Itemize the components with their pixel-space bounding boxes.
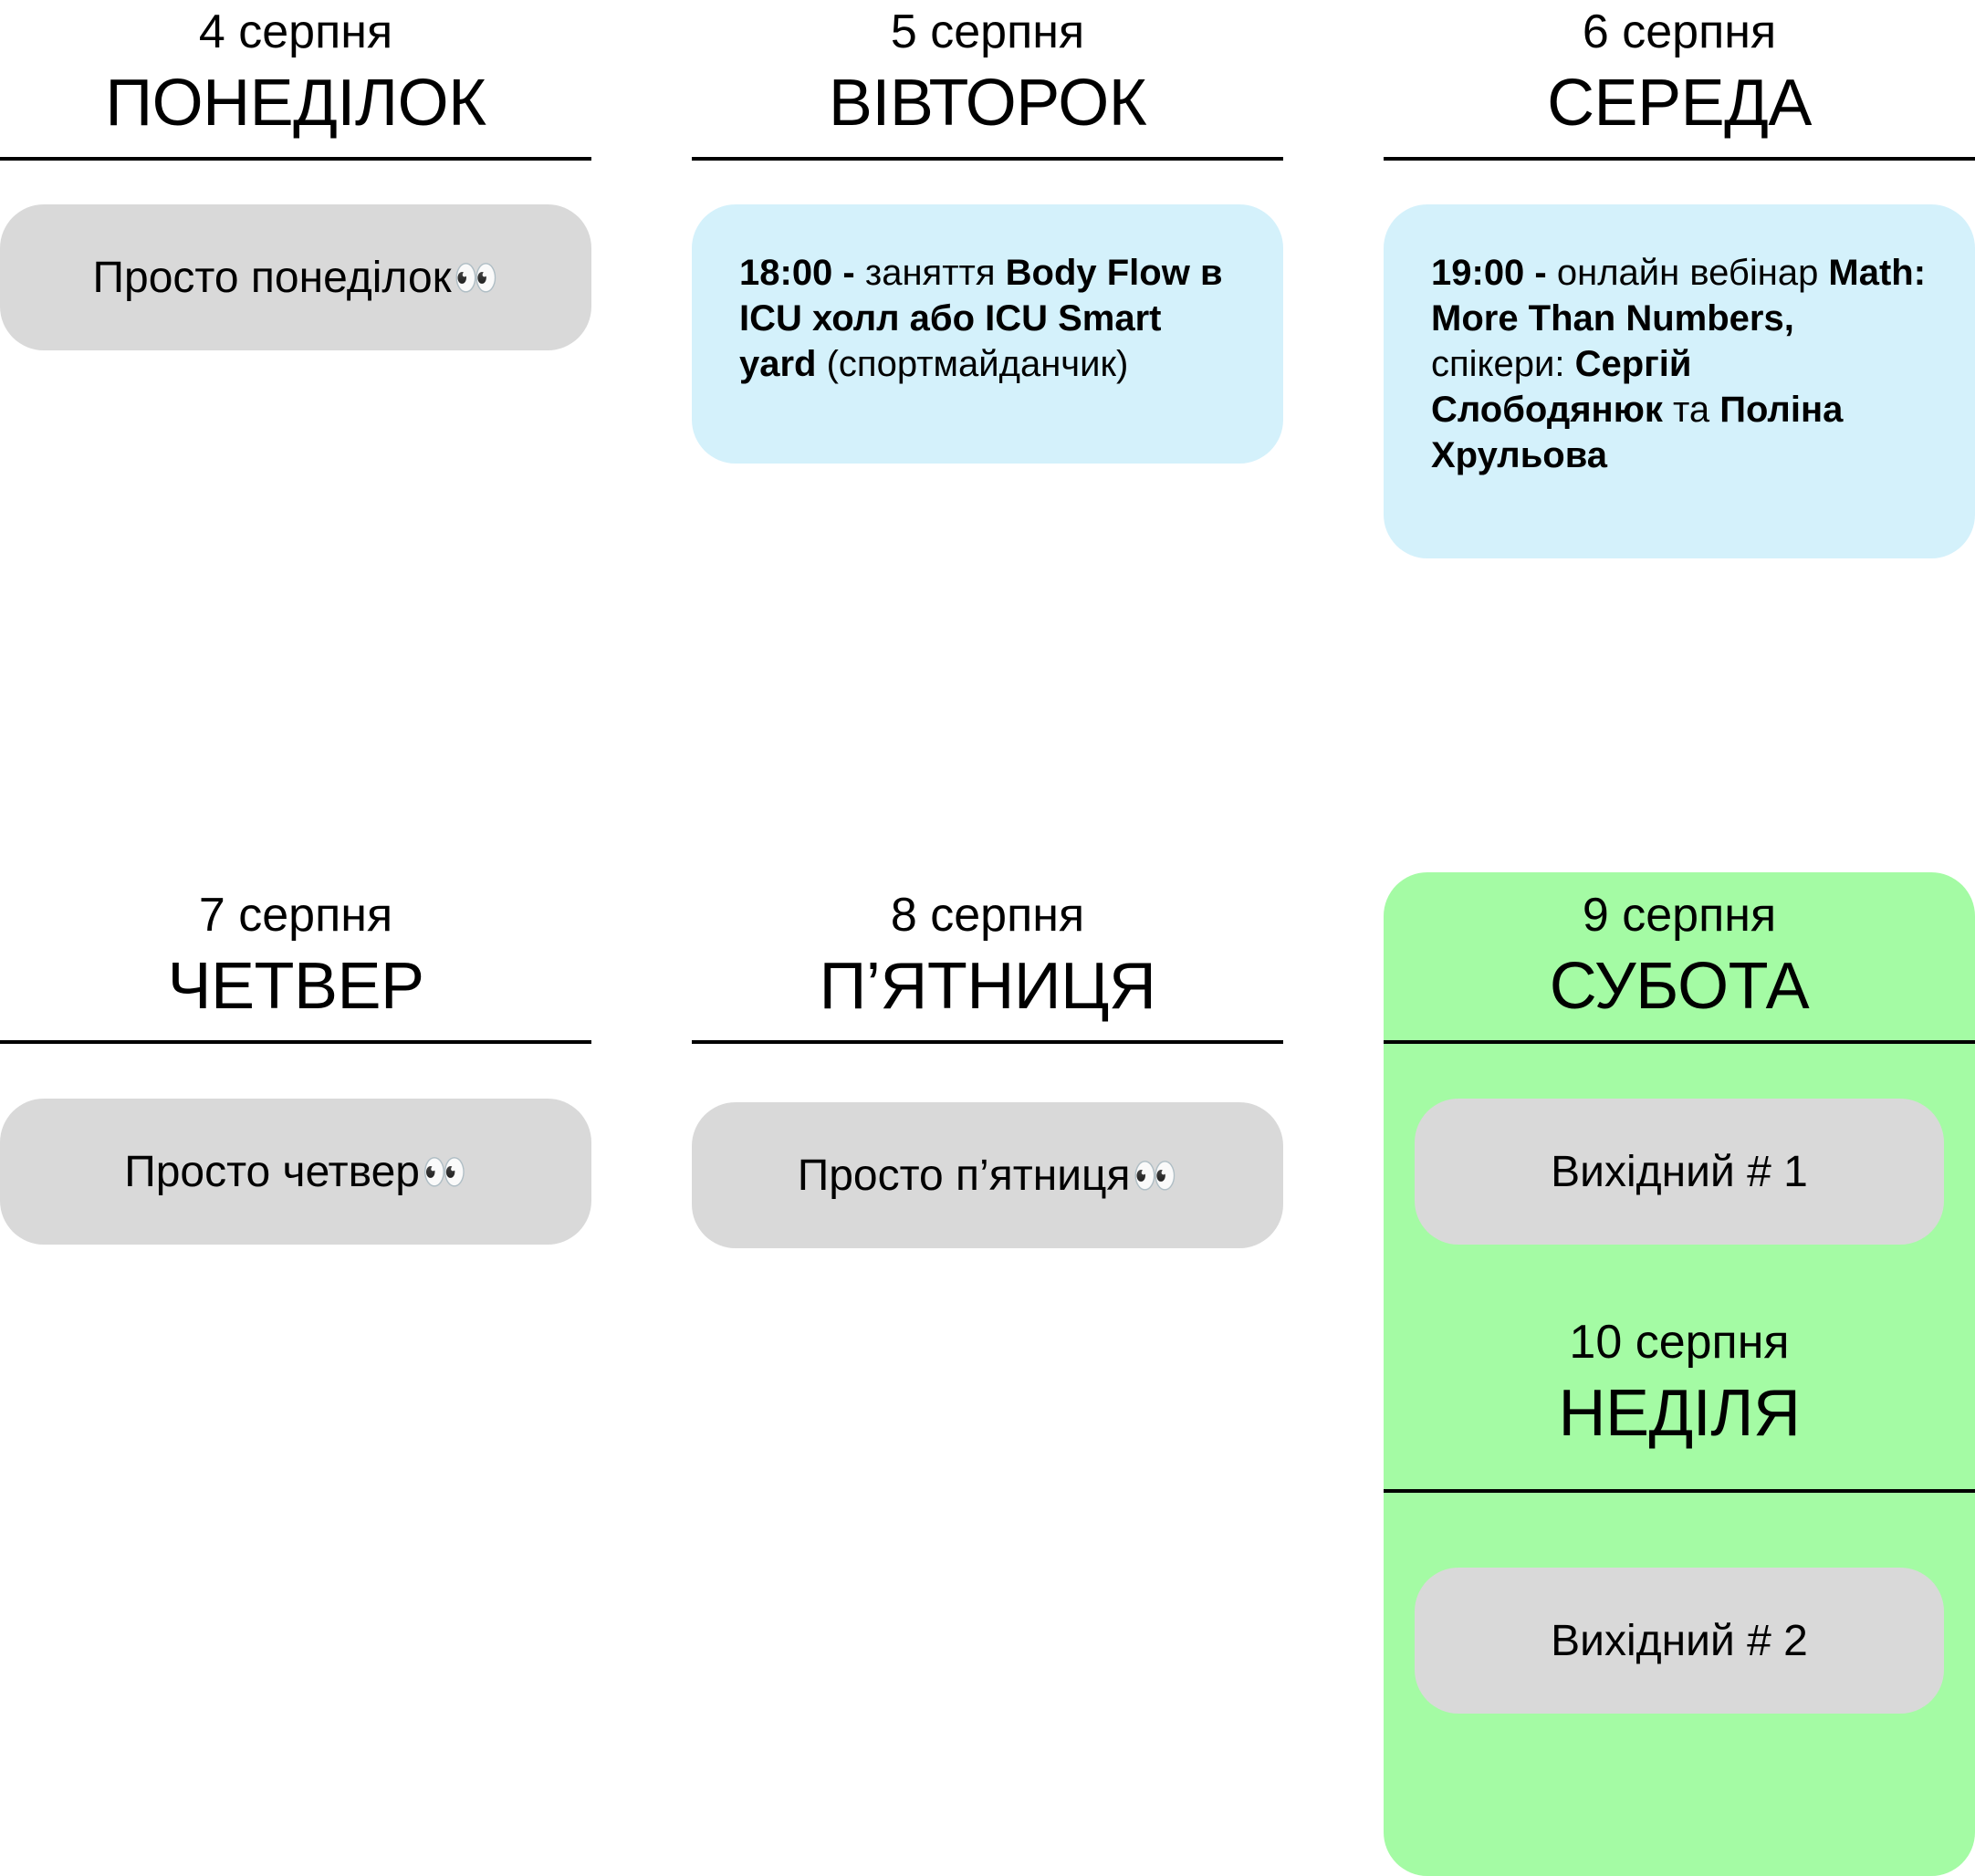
day-divider xyxy=(1384,1040,1975,1044)
event-card-saturday[interactable]: Вихідний # 1 xyxy=(1415,1099,1944,1245)
event-time: 18:00 - xyxy=(739,253,855,293)
event-title: Math: More Than Numbers, xyxy=(1431,253,1927,339)
event-card-label: Просто понеділок xyxy=(92,253,452,302)
day-divider xyxy=(1384,157,1975,161)
event-text: спікери: xyxy=(1431,344,1575,384)
eyes-emoji-icon: 👀 xyxy=(453,257,499,298)
eyes-emoji-icon: 👀 xyxy=(1132,1155,1178,1196)
event-time: 19:00 - xyxy=(1431,253,1547,293)
day-thursday-header: 7 серпня ЧЕТВЕР xyxy=(0,883,591,1026)
event-card-wednesday[interactable]: 19:00 - онлайн вебінар Math: More Than N… xyxy=(1384,204,1975,558)
day-saturday-header: 9 серпня СУБОТА xyxy=(1384,883,1975,1026)
day-divider xyxy=(692,1040,1283,1044)
event-text: та xyxy=(1662,390,1720,430)
event-card-monday[interactable]: Просто понеділок👀 xyxy=(0,204,591,350)
day-date: 8 серпня xyxy=(890,889,1085,942)
event-card-label: Вихідний # 1 xyxy=(1551,1147,1808,1196)
eyes-emoji-icon: 👀 xyxy=(422,1152,467,1193)
day-wednesday-header: 6 серпня СЕРЕДА xyxy=(1384,0,1975,142)
speaker-name: Сергій Слободянюк xyxy=(1431,344,1692,430)
day-divider xyxy=(692,157,1283,161)
event-card-tuesday[interactable]: 18:00 - заняття Body Flow в ICU холл або… xyxy=(692,204,1283,464)
day-of-week: ВІВТОРОК xyxy=(828,67,1147,140)
day-divider xyxy=(1384,1489,1975,1493)
event-card-friday[interactable]: Просто п’ятниця👀 xyxy=(692,1102,1283,1248)
day-of-week: ЧЕТВЕР xyxy=(167,950,424,1023)
event-card-label: Просто п’ятниця xyxy=(797,1151,1131,1200)
day-divider xyxy=(0,157,591,161)
event-card-thursday[interactable]: Просто четвер👀 xyxy=(0,1099,591,1245)
day-date: 4 серпня xyxy=(198,5,393,58)
day-date: 6 серпня xyxy=(1582,5,1777,58)
day-of-week: НЕДІЛЯ xyxy=(1558,1377,1801,1450)
day-tuesday-header: 5 серпня ВІВТОРОК xyxy=(692,0,1283,142)
event-card-label: Вихідний # 2 xyxy=(1551,1616,1808,1665)
event-description: 18:00 - заняття Body Flow в ICU холл або… xyxy=(692,204,1283,387)
event-text: заняття xyxy=(854,253,1006,293)
day-date: 5 серпня xyxy=(890,5,1085,58)
day-date: 7 серпня xyxy=(198,889,393,942)
day-divider xyxy=(0,1040,591,1044)
event-card-label: Просто четвер xyxy=(124,1147,420,1196)
day-of-week: П’ЯТНИЦЯ xyxy=(819,950,1156,1023)
day-friday-header: 8 серпня П’ЯТНИЦЯ xyxy=(692,883,1283,1026)
day-of-week: ПОНЕДІЛОК xyxy=(105,67,486,140)
event-title: Body Flow в ICU холл або ICU Smart yard xyxy=(739,253,1223,384)
day-sunday-header: 10 серпня НЕДІЛЯ xyxy=(1384,1310,1975,1453)
day-of-week: СУБОТА xyxy=(1549,950,1810,1023)
day-date: 10 серпня xyxy=(1569,1316,1790,1369)
event-description: 19:00 - онлайн вебінар Math: More Than N… xyxy=(1384,204,1975,478)
speaker-name: Поліна Хрульова xyxy=(1431,390,1844,475)
day-of-week: СЕРЕДА xyxy=(1547,67,1812,140)
event-card-sunday[interactable]: Вихідний # 2 xyxy=(1415,1568,1944,1714)
event-text: (спортмайданчик) xyxy=(816,344,1129,384)
day-date: 9 серпня xyxy=(1582,889,1777,942)
day-monday-header: 4 серпня ПОНЕДІЛОК xyxy=(0,0,591,142)
event-text: онлайн вебінар xyxy=(1546,253,1829,293)
